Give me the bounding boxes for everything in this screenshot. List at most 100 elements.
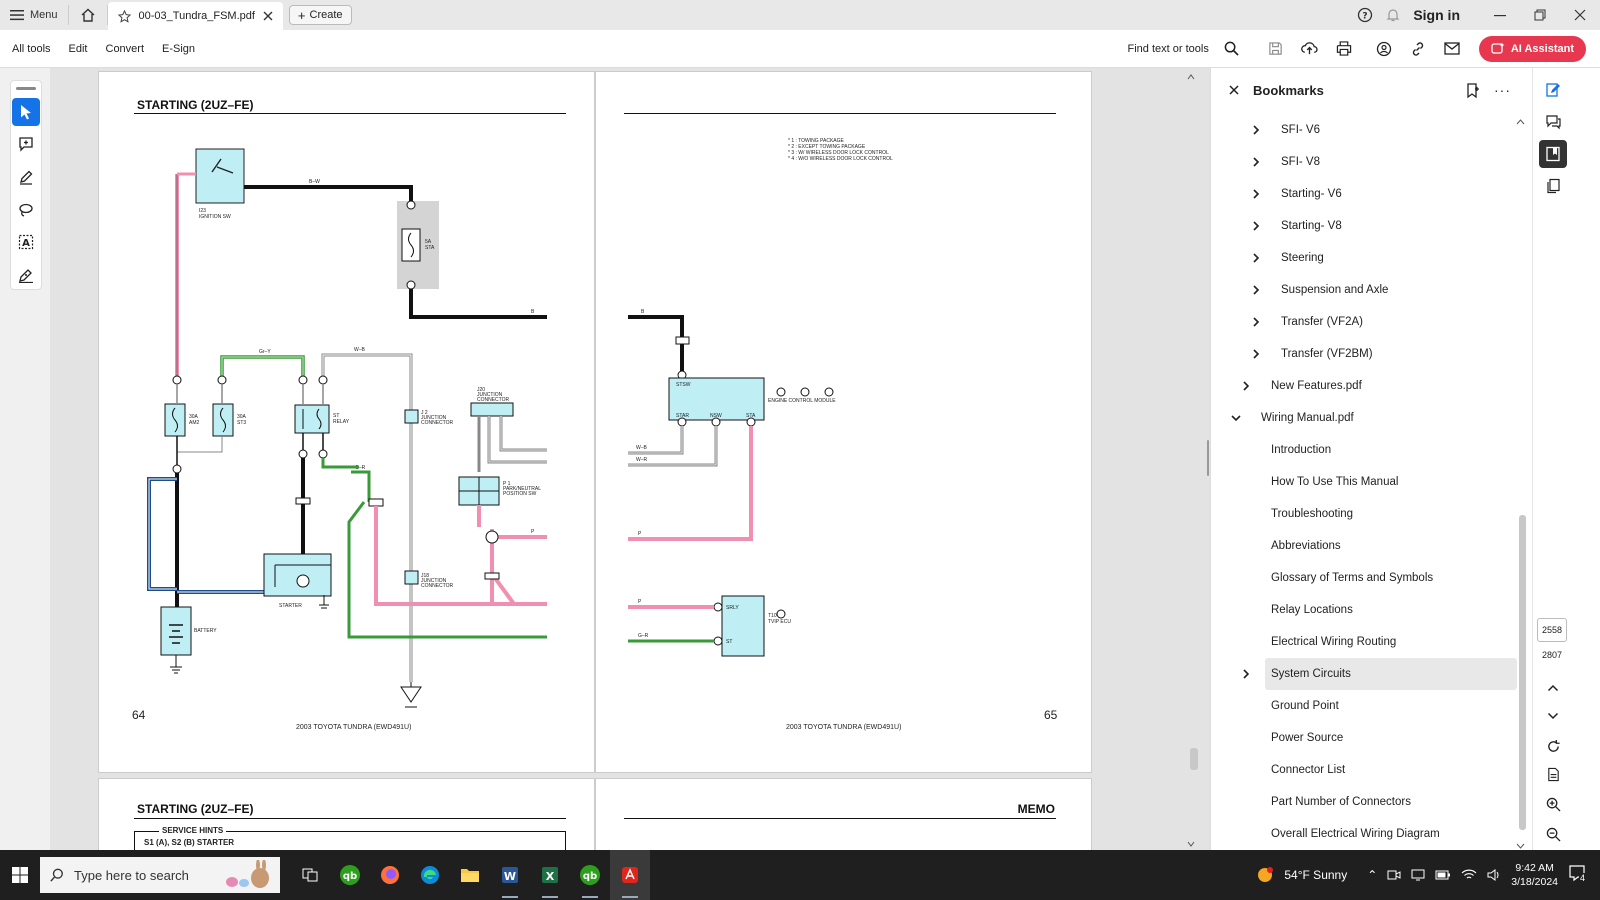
bookmark-new-features-pdf[interactable]: New Features.pdf — [1211, 370, 1517, 402]
bookmark-suspension-and-axle[interactable]: Suspension and Axle — [1211, 274, 1517, 306]
menu-edit[interactable]: Edit — [68, 42, 88, 55]
create-button[interactable]: + Create — [288, 5, 352, 25]
weather-sun-icon[interactable] — [1256, 866, 1274, 884]
chevron-right-icon[interactable] — [1239, 379, 1253, 393]
restore-button[interactable] — [1520, 0, 1560, 30]
comment-tool-button[interactable] — [12, 131, 40, 159]
link-button[interactable] — [1403, 35, 1433, 63]
document-tab[interactable]: 00-03_Tundra_FSM.pdf — [107, 2, 283, 30]
sign-tool-button[interactable] — [12, 261, 40, 289]
bookmarks-button[interactable] — [1539, 140, 1567, 168]
menu-convert[interactable]: Convert — [105, 42, 145, 55]
file-explorer-app[interactable] — [450, 850, 490, 900]
quickbooks-app[interactable]: qb — [330, 850, 370, 900]
task-view-button[interactable] — [290, 850, 330, 900]
ai-assistant-button[interactable]: AI Assistant — [1478, 35, 1586, 62]
chevron-down-icon[interactable] — [1229, 411, 1243, 425]
close-window-button[interactable] — [1560, 0, 1600, 30]
bookmark-transfer-vf2a[interactable]: Transfer (VF2A) — [1211, 306, 1517, 338]
weather-text[interactable]: 54°F Sunny — [1284, 868, 1348, 882]
notifications-button[interactable]: 4 — [1568, 864, 1590, 886]
rail-grip[interactable] — [16, 87, 36, 90]
bell-icon[interactable] — [1385, 7, 1401, 23]
acrobat-app[interactable] — [610, 850, 650, 900]
more-options-icon[interactable]: ··· — [1494, 82, 1511, 98]
excel-app[interactable]: X — [530, 850, 570, 900]
bookmark-abbreviations[interactable]: Abbreviations — [1211, 530, 1517, 562]
home-button[interactable] — [67, 5, 108, 25]
chevron-right-icon[interactable] — [1249, 315, 1263, 329]
quickbooks-app-2[interactable]: qb — [570, 850, 610, 900]
email-button[interactable] — [1437, 35, 1467, 63]
bookmark-transfer-vf2bm[interactable]: Transfer (VF2BM) — [1211, 338, 1517, 370]
find-text-button[interactable]: Find text or tools — [1127, 42, 1209, 55]
bookmark-ground-point[interactable]: Ground Point — [1211, 690, 1517, 722]
bookmark-troubleshooting[interactable]: Troubleshooting — [1211, 498, 1517, 530]
wifi-icon[interactable] — [1461, 869, 1477, 881]
bookmark-relay-locations[interactable]: Relay Locations — [1211, 594, 1517, 626]
chevron-right-icon[interactable] — [1249, 219, 1263, 233]
text-tool-button[interactable]: A — [12, 229, 40, 257]
bookmark-how-to-use-this-manual[interactable]: How To Use This Manual — [1211, 466, 1517, 498]
previous-page-button[interactable] — [1539, 674, 1567, 702]
menu-button[interactable]: Menu — [0, 0, 68, 30]
start-button[interactable] — [0, 850, 40, 900]
menu-all-tools[interactable]: All tools — [12, 42, 51, 55]
edit-pdf-button[interactable] — [1539, 76, 1567, 104]
pages-button[interactable] — [1539, 172, 1567, 200]
word-app[interactable]: W — [490, 850, 530, 900]
search-button[interactable] — [1217, 35, 1247, 63]
bookmark-starting-v6[interactable]: Starting- V6 — [1211, 178, 1517, 210]
bookmark-introduction[interactable]: Introduction — [1211, 434, 1517, 466]
scroll-down-icon[interactable] — [1187, 840, 1195, 848]
bookmark-sfi-v6[interactable]: SFI- V6 — [1211, 114, 1517, 146]
chevron-right-icon[interactable] — [1239, 667, 1253, 681]
add-bookmark-icon[interactable] — [1466, 82, 1480, 98]
star-icon[interactable] — [117, 9, 131, 23]
share-button[interactable] — [1369, 35, 1399, 63]
taskbar-search[interactable]: Type here to search — [40, 857, 280, 893]
zoom-in-button[interactable] — [1539, 790, 1567, 818]
chevron-right-icon[interactable] — [1249, 251, 1263, 265]
bm-scroll-up-icon[interactable] — [1516, 118, 1525, 126]
help-icon[interactable]: ? — [1357, 7, 1373, 23]
edge-app[interactable] — [410, 850, 450, 900]
battery-icon[interactable] — [1435, 870, 1451, 880]
bm-scroll-down-icon[interactable] — [1516, 842, 1525, 850]
zoom-out-button[interactable] — [1539, 820, 1567, 848]
bookmark-power-source[interactable]: Power Source — [1211, 722, 1517, 754]
sign-in-button[interactable]: Sign in — [1413, 7, 1460, 23]
draw-tool-button[interactable] — [12, 196, 40, 224]
chevron-right-icon[interactable] — [1249, 155, 1263, 169]
highlight-tool-button[interactable] — [12, 163, 40, 191]
firefox-app[interactable] — [370, 850, 410, 900]
document-view[interactable]: STARTING (2UZ–FE) I23 IGNITION SW B–W 5A… — [50, 68, 1210, 850]
minimize-button[interactable] — [1480, 0, 1520, 30]
close-panel-icon[interactable] — [1229, 85, 1239, 95]
print-button[interactable] — [1329, 35, 1359, 63]
bookmark-overall-electrical-wiring-diagram[interactable]: Overall Electrical Wiring Diagram — [1211, 818, 1517, 844]
menu-esign[interactable]: E-Sign — [162, 42, 196, 55]
bookmark-glossary-of-terms-and-symbols[interactable]: Glossary of Terms and Symbols — [1211, 562, 1517, 594]
current-page-field[interactable]: 2558 — [1537, 618, 1567, 642]
document-scroll-thumb[interactable] — [1190, 748, 1198, 770]
bookmark-starting-v8[interactable]: Starting- V8 — [1211, 210, 1517, 242]
tray-chevron-icon[interactable]: ⌃ — [1367, 868, 1378, 882]
bookmark-wiring-manual-pdf[interactable]: Wiring Manual.pdf — [1211, 402, 1517, 434]
clock[interactable]: 9:42 AM 3/18/2024 — [1511, 861, 1558, 889]
save-button[interactable] — [1261, 35, 1291, 63]
bookmark-steering[interactable]: Steering — [1211, 242, 1517, 274]
bookmarks-scroll-thumb[interactable] — [1519, 515, 1526, 830]
volume-icon[interactable] — [1487, 869, 1501, 881]
chevron-right-icon[interactable] — [1249, 283, 1263, 297]
comments-button[interactable] — [1539, 108, 1567, 136]
meet-icon[interactable] — [1387, 869, 1401, 881]
page-fit-button[interactable] — [1539, 760, 1567, 788]
bookmark-electrical-wiring-routing[interactable]: Electrical Wiring Routing — [1211, 626, 1517, 658]
document-scrollbar[interactable] — [1187, 70, 1195, 848]
chevron-right-icon[interactable] — [1249, 187, 1263, 201]
panel-resize-handle[interactable] — [1207, 440, 1209, 476]
rotate-button[interactable] — [1539, 732, 1567, 760]
bookmark-system-circuits[interactable]: System Circuits — [1243, 658, 1517, 690]
chevron-right-icon[interactable] — [1249, 347, 1263, 361]
